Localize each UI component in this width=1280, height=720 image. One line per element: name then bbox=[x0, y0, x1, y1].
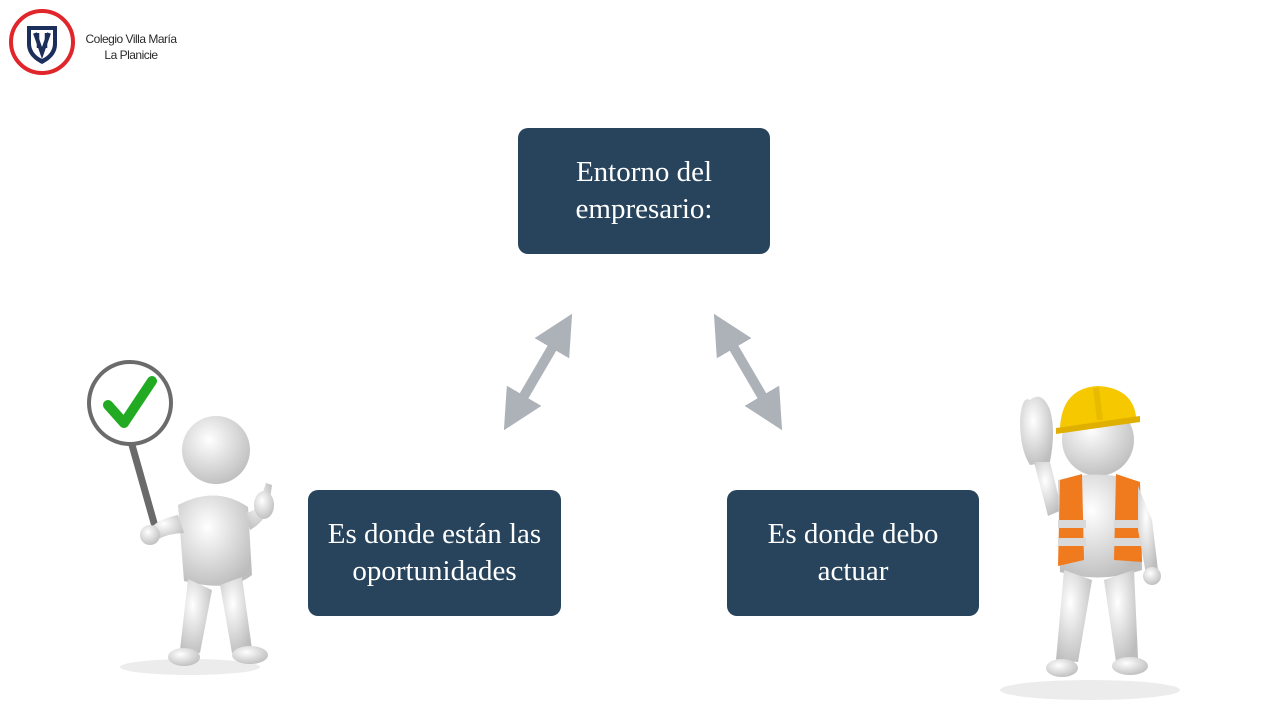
approval-figure-icon bbox=[87, 360, 274, 675]
right-double-arrow-icon bbox=[713, 313, 783, 431]
top-box-label: Entorno del empresario: bbox=[575, 156, 713, 225]
school-name-line2: La Planicie bbox=[104, 48, 158, 62]
top-box: Entorno del empresario: bbox=[518, 128, 770, 254]
right-box-label: Es donde debo actuar bbox=[767, 518, 939, 587]
worker-figure-icon bbox=[1000, 386, 1180, 700]
school-name-line1: Colegio Villa María bbox=[85, 32, 178, 46]
school-logo-icon bbox=[9, 9, 75, 75]
right-box: Es donde debo actuar bbox=[727, 490, 979, 616]
left-double-arrow-icon bbox=[503, 313, 573, 431]
left-box-label: Es donde están las oportunidades bbox=[327, 518, 542, 587]
school-name: Colegio Villa María La Planicie bbox=[80, 31, 182, 63]
left-box: Es donde están las oportunidades bbox=[308, 490, 561, 616]
